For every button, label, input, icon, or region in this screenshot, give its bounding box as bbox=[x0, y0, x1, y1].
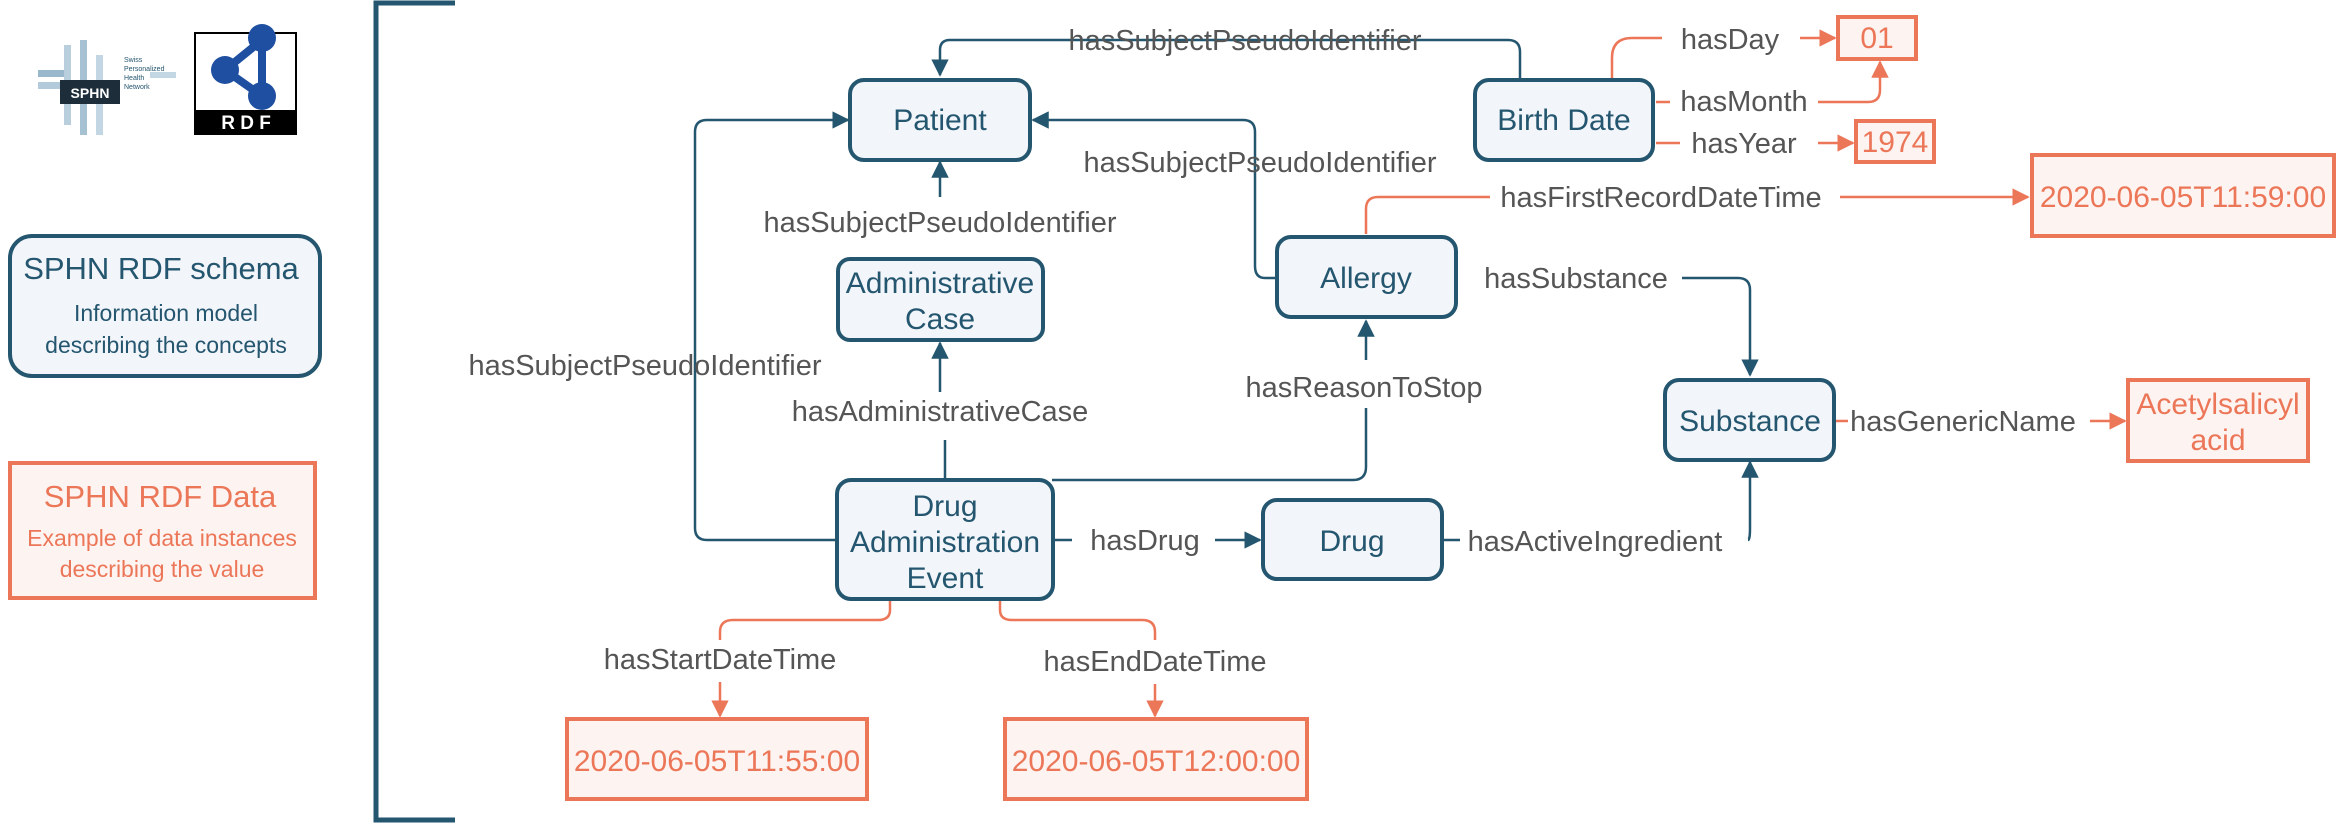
rdf-logo-label: R D F bbox=[221, 113, 271, 134]
legend-data-title: SPHN RDF Data bbox=[44, 479, 277, 514]
node-allergy-label: Allergy bbox=[1320, 262, 1412, 295]
sphn-logo-caption-3: Health bbox=[124, 75, 144, 82]
node-drug[interactable]: Drug bbox=[1261, 498, 1444, 581]
edge-dae-patient bbox=[693, 111, 850, 542]
legend-data: SPHN RDF Data Example of data instances … bbox=[8, 461, 317, 600]
value-year-text: 1974 bbox=[1862, 126, 1929, 159]
value-generic-name-line2: acid bbox=[2190, 424, 2245, 457]
sphn-logo: SPHN Swiss Personalized Health Network bbox=[38, 40, 176, 135]
label-has-end: hasEndDateTime bbox=[1044, 646, 1267, 678]
node-administrative-case[interactable]: Administrative Case bbox=[836, 257, 1045, 342]
value-generic-name: Acetylsalicyl acid bbox=[2126, 378, 2310, 463]
value-day-text: 01 bbox=[1860, 22, 1893, 55]
label-dae-subject: hasSubjectPseudoIdentifier bbox=[468, 350, 821, 382]
node-birth-date-label: Birth Date bbox=[1497, 104, 1630, 137]
node-substance[interactable]: Substance bbox=[1663, 378, 1836, 462]
label-has-admin-case: hasAdministrativeCase bbox=[792, 396, 1089, 428]
label-has-first-record: hasFirstRecordDateTime bbox=[1500, 182, 1821, 214]
label-has-generic-name: hasGenericName bbox=[1850, 406, 2076, 438]
value-first-record-datetime-text: 2020-06-05T11:59:00 bbox=[2040, 181, 2326, 214]
label-allergy-subject: hasSubjectPseudoIdentifier bbox=[1083, 147, 1436, 179]
edges-schema bbox=[693, 38, 1759, 549]
rdf-logo: R D F bbox=[194, 24, 297, 135]
value-end-datetime-text: 2020-06-05T12:00:00 bbox=[1012, 745, 1301, 778]
label-admincase-subject: hasSubjectPseudoIdentifier bbox=[763, 207, 1116, 239]
sphn-logo-caption-4: Network bbox=[124, 84, 150, 91]
edge-labels: hasSubjectPseudoIdentifier hasSubjectPse… bbox=[468, 24, 2075, 678]
edge-drug-substance bbox=[1741, 460, 1759, 542]
legend-schema-line2: describing the concepts bbox=[45, 332, 287, 358]
node-allergy[interactable]: Allergy bbox=[1275, 235, 1458, 319]
label-has-substance: hasSubstance bbox=[1484, 263, 1668, 295]
legend-schema-line1: Information model bbox=[74, 300, 258, 326]
edge-dae-allergy bbox=[1052, 321, 1366, 482]
value-generic-name-line1: Acetylsalicyl bbox=[2136, 388, 2299, 421]
edge-has-day bbox=[1610, 38, 1835, 78]
label-has-drug: hasDrug bbox=[1090, 525, 1200, 557]
edge-allergy-patient bbox=[1031, 111, 1275, 280]
node-administrative-case-label-2: Case bbox=[905, 303, 975, 336]
node-drug-label: Drug bbox=[1319, 525, 1384, 558]
edge-allergy-substance bbox=[1682, 276, 1759, 377]
legend-data-line2: describing the value bbox=[60, 556, 265, 582]
left-bracket bbox=[373, 0, 455, 823]
value-start-datetime-text: 2020-06-05T11:55:00 bbox=[574, 745, 860, 778]
node-drug-administration-event-label-2: Administration bbox=[850, 526, 1040, 559]
value-end-datetime: 2020-06-05T12:00:00 bbox=[1003, 717, 1309, 801]
edge-birth-patient bbox=[931, 38, 1522, 79]
edge-has-start bbox=[720, 601, 892, 716]
sphn-logo-label: SPHN bbox=[71, 85, 110, 101]
value-first-record-datetime: 2020-06-05T11:59:00 bbox=[2030, 153, 2336, 238]
edge-has-end bbox=[998, 601, 1155, 716]
edge-has-month bbox=[1656, 62, 1880, 104]
edge-has-first-record bbox=[1364, 197, 2028, 234]
label-has-active-ingredient: hasActiveIngredient bbox=[1468, 526, 1723, 558]
legend-schema: SPHN RDF schema Information model descri… bbox=[8, 234, 322, 378]
node-drug-administration-event-label-3: Event bbox=[907, 562, 984, 595]
edges-data bbox=[720, 38, 2125, 716]
legend-data-line1: Example of data instances bbox=[27, 525, 297, 551]
node-drug-administration-event-label-1: Drug bbox=[912, 490, 977, 523]
value-day: 01 bbox=[1836, 15, 1918, 61]
node-patient-label: Patient bbox=[893, 104, 987, 137]
sphn-logo-caption-1: Swiss bbox=[124, 57, 143, 64]
label-has-reason-to-stop: hasReasonToStop bbox=[1246, 372, 1483, 404]
node-administrative-case-label-1: Administrative bbox=[846, 267, 1034, 300]
node-birth-date[interactable]: Birth Date bbox=[1473, 78, 1655, 162]
label-has-month: hasMonth bbox=[1680, 86, 1807, 118]
node-substance-label: Substance bbox=[1679, 405, 1821, 438]
label-has-day: hasDay bbox=[1681, 24, 1780, 56]
label-has-year: hasYear bbox=[1691, 128, 1797, 160]
edge-dae-admincase bbox=[940, 343, 945, 481]
label-birth-subject: hasSubjectPseudoIdentifier bbox=[1068, 25, 1421, 57]
sphn-logo-caption-2: Personalized bbox=[124, 66, 165, 73]
legend-schema-title: SPHN RDF schema bbox=[23, 251, 299, 286]
node-patient[interactable]: Patient bbox=[848, 78, 1032, 162]
value-year: 1974 bbox=[1854, 119, 1936, 164]
label-has-start: hasStartDateTime bbox=[604, 644, 837, 676]
value-start-datetime: 2020-06-05T11:55:00 bbox=[565, 717, 869, 801]
node-drug-administration-event[interactable]: Drug Administration Event bbox=[835, 478, 1055, 601]
